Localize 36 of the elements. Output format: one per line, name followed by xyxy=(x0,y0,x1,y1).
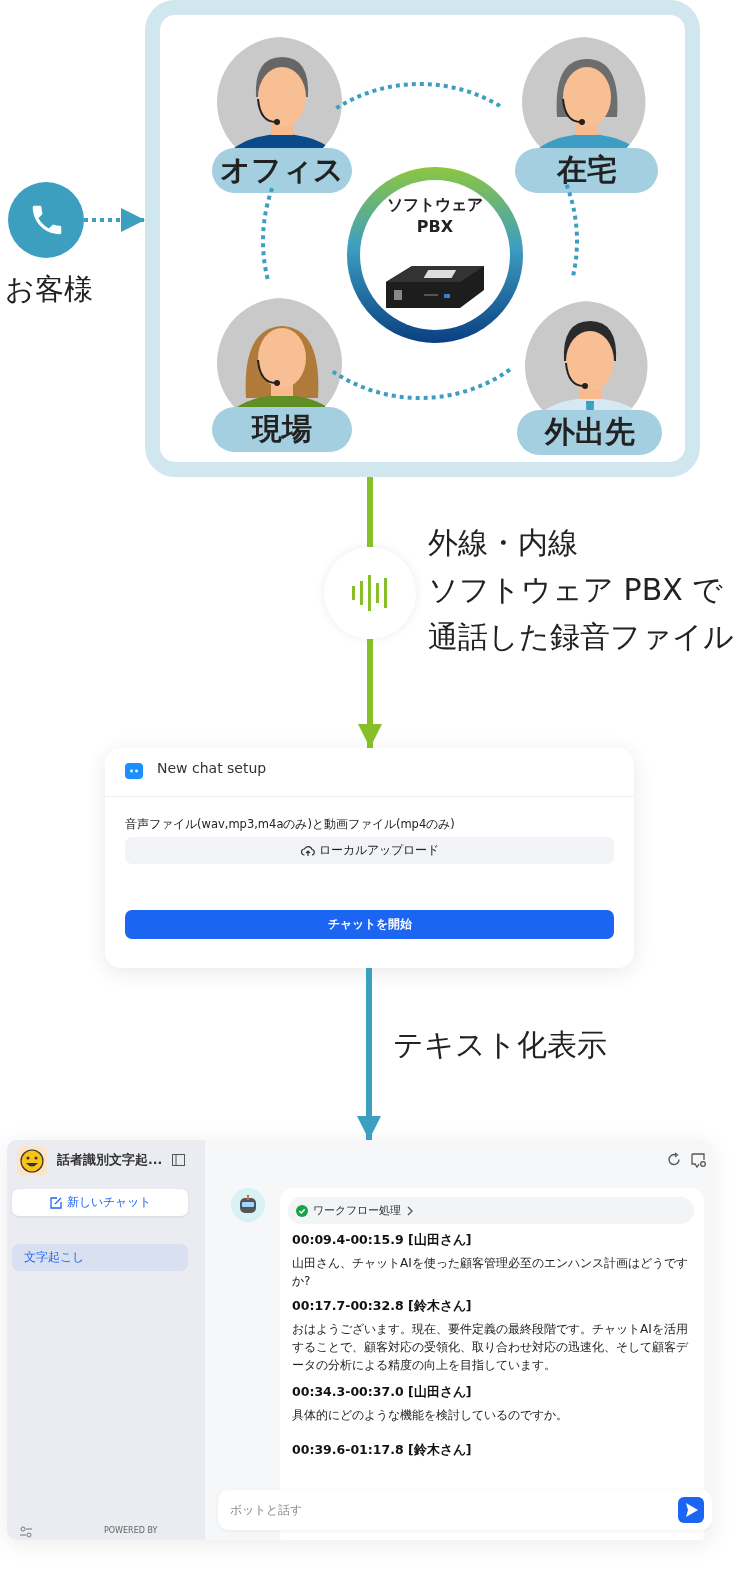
operator-card xyxy=(212,37,352,193)
new-chat-button: 新しいチャット xyxy=(12,1189,188,1216)
caption-text: 外線・内線 xyxy=(428,524,578,562)
dotted-arrow xyxy=(84,208,145,232)
operator-card xyxy=(515,37,658,193)
operator-card xyxy=(517,301,662,455)
transcript-text: 具体的にどのような機能を検討しているのですか。 xyxy=(292,1407,569,1424)
pbx-title: ソフトウェア PBX xyxy=(386,194,484,238)
location-label: オフィス xyxy=(212,148,352,193)
location-label: 在宅 xyxy=(515,148,658,193)
card-title: New chat setup xyxy=(157,760,267,776)
timestamp-speaker: 00:17.7-00:32.8 [鈴木さん] xyxy=(292,1298,472,1315)
powered-by-text: POWERED BY xyxy=(104,1526,158,1535)
transcript-text: おはようございます。現在、要件定義の最終段階です。チャットAIを活用することで、顧客対応の受領化、取り合わせ対応の迅速化、そして顧客データの分析による精度の向上を目指しています。 xyxy=(292,1321,689,1374)
operator-card xyxy=(212,298,352,452)
arrow xyxy=(357,968,381,1140)
timestamp-speaker: 00:39.6-01:17.8 [鈴木さん] xyxy=(292,1442,472,1459)
location-label: 現場 xyxy=(212,407,352,452)
app-title: 話者識別文字起... xyxy=(57,1152,163,1169)
start-chat-button: チャットを開始 xyxy=(125,910,614,939)
caption-text: お客様 xyxy=(5,271,93,308)
workflow-status-chip: ワークフロー処理 xyxy=(288,1197,694,1224)
file-type-note: 音声ファイル(wav,mp3,m4aのみ)と動画ファイル(mp4のみ) xyxy=(125,817,455,832)
chat-input-field: ボットと話す xyxy=(218,1490,712,1530)
arrow xyxy=(358,639,382,748)
timestamp-speaker: 00:09.4-00:15.9 [山田さん] xyxy=(292,1232,472,1249)
location-label: 外出先 xyxy=(517,410,662,455)
setup-card xyxy=(105,748,634,968)
frame-box xyxy=(145,0,700,477)
dotted-link xyxy=(331,368,511,400)
history-item: 文字起こし xyxy=(12,1244,188,1271)
transcript-text: 山田さん、チャットAIを使った顧客管理必至のエンハンス計画はどうですか? xyxy=(292,1255,689,1290)
caption-text: 通話した録音ファイル xyxy=(428,618,734,656)
caption-text: ソフトウェア PBX で xyxy=(428,571,724,609)
upload-button: ローカルアップロード xyxy=(125,837,614,864)
timestamp-speaker: 00:34.3-00:37.0 [山田さん] xyxy=(292,1384,472,1401)
